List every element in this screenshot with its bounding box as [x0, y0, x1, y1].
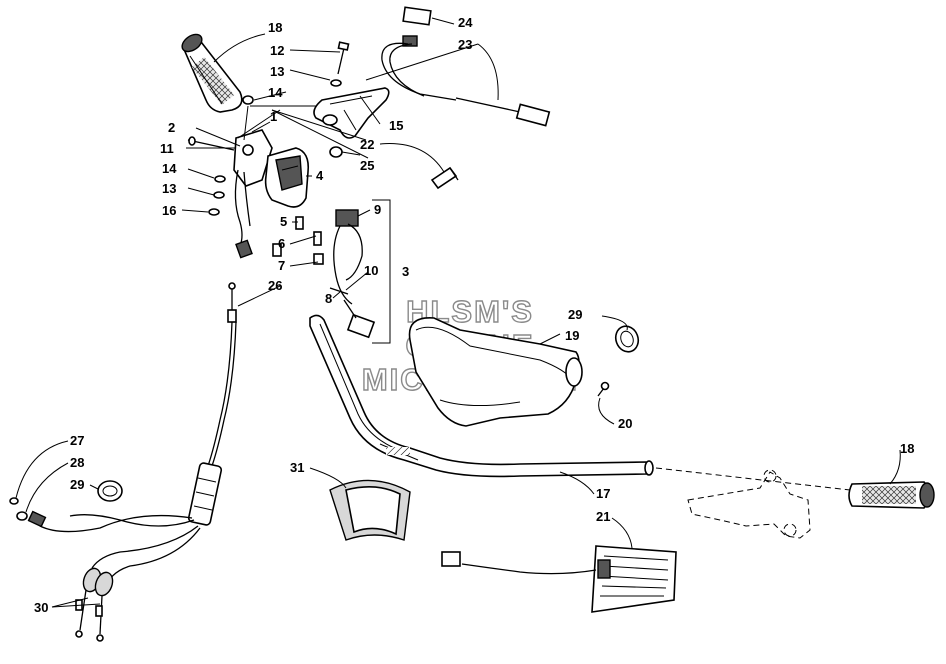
- callout-labels: 18 12 13 14 1 2 11 14 13 16 15 22 25 24 …: [34, 15, 914, 615]
- washer-icon: [9, 497, 19, 505]
- callout-27: 27: [70, 433, 84, 448]
- handlebar-grip-left-icon: [181, 33, 243, 113]
- kill-switch-icon: [333, 209, 376, 339]
- callout-13: 13: [162, 181, 176, 196]
- callout-5: 5: [280, 214, 287, 229]
- throttle-cable-icon: [39, 282, 237, 642]
- nut-icon: [16, 511, 28, 521]
- callout-9: 9: [374, 202, 381, 217]
- callout-20: 20: [618, 416, 632, 431]
- callout-30: 30: [34, 600, 48, 615]
- group-bracket: [372, 199, 391, 344]
- callout-6: 6: [278, 236, 285, 251]
- callout-8: 8: [325, 291, 332, 306]
- nut-icon: [242, 95, 254, 105]
- assembly-guide-line: [655, 467, 851, 491]
- callout-23: 23: [458, 37, 472, 52]
- washer-icon: [330, 79, 342, 87]
- hand-guard-icon: [408, 317, 583, 427]
- callout-21: 21: [596, 509, 610, 524]
- callout-13: 13: [270, 64, 284, 79]
- callout-16: 16: [162, 203, 176, 218]
- washer-icon: [214, 175, 226, 183]
- callout-28: 28: [70, 455, 84, 470]
- washer-icon: [208, 208, 220, 216]
- callout-10: 10: [364, 263, 378, 278]
- callout-3: 3: [402, 264, 409, 279]
- callout-4: 4: [316, 168, 324, 183]
- heater-element-icon: [441, 545, 677, 613]
- callout-2: 2: [168, 120, 175, 135]
- throttle-lever-icon: [313, 87, 390, 139]
- handlebar-grip-right-icon: [848, 481, 935, 509]
- heater-sleeve-icon: [329, 479, 411, 541]
- nut-icon: [329, 146, 343, 158]
- callout-18: 18: [900, 441, 914, 456]
- pin-icon: [430, 166, 459, 190]
- cable-end-icon: [27, 510, 47, 528]
- callout-18: 18: [268, 20, 282, 35]
- callout-25: 25: [360, 158, 374, 173]
- switch-housing-icon: [233, 129, 310, 208]
- bolt-icon: [337, 41, 350, 75]
- callout-26: 26: [268, 278, 282, 293]
- heater-harness-icon: [381, 6, 551, 127]
- callout-22: 22: [360, 137, 374, 152]
- callout-31: 31: [290, 460, 304, 475]
- callout-29: 29: [568, 307, 582, 322]
- callout-19: 19: [565, 328, 579, 343]
- contact-icon: [313, 231, 322, 246]
- terminal-icon: [313, 253, 324, 265]
- callout-1: 1: [270, 109, 277, 124]
- switch-wiring-icon: [234, 169, 282, 259]
- callout-14: 14: [268, 85, 283, 100]
- callout-29: 29: [70, 477, 84, 492]
- leader-lines: [15, 17, 901, 608]
- callout-24: 24: [458, 15, 473, 30]
- callout-12: 12: [270, 43, 284, 58]
- pin-icon: [329, 287, 349, 295]
- washer-icon: [213, 191, 225, 199]
- right-housing-outline-icon: [687, 469, 811, 539]
- callout-17: 17: [596, 486, 610, 501]
- spring-icon: [295, 216, 304, 230]
- handlebar-icon: [309, 314, 654, 478]
- callout-7: 7: [278, 258, 285, 273]
- callout-14: 14: [162, 161, 177, 176]
- callout-15: 15: [389, 118, 403, 133]
- screw-icon: [597, 381, 610, 397]
- callout-11: 11: [160, 141, 174, 156]
